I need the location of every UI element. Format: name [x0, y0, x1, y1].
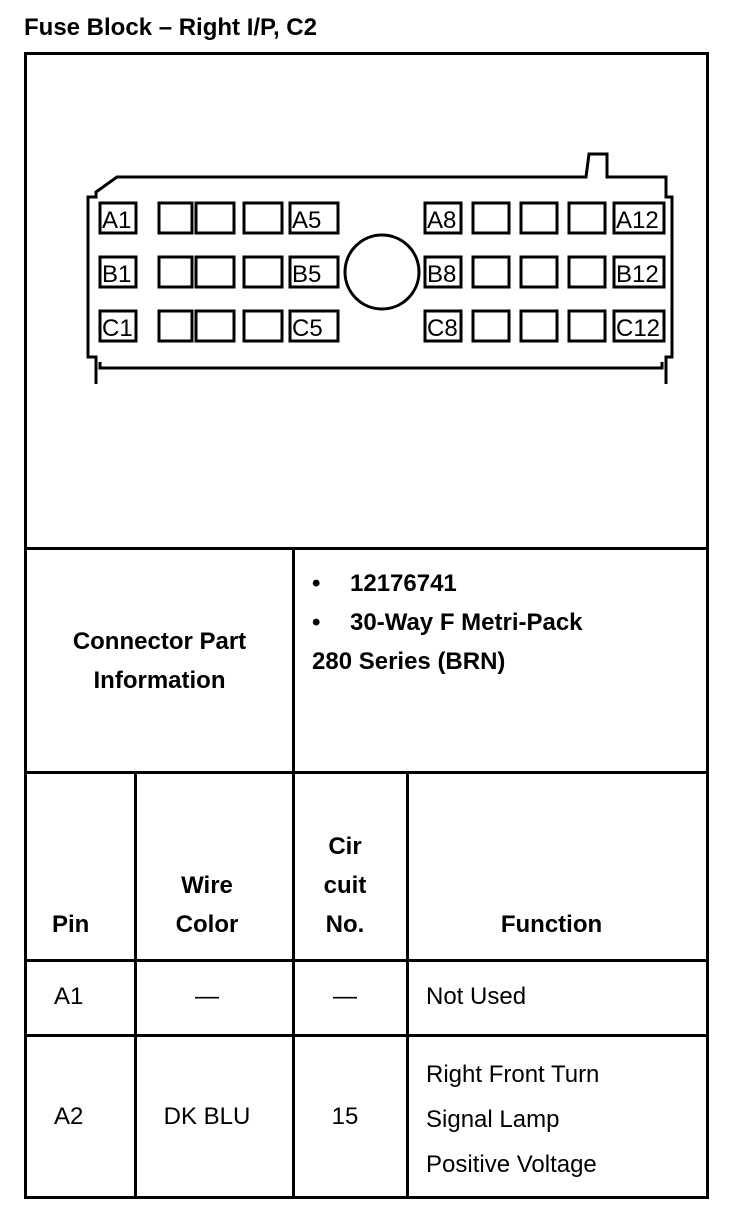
connector-cavity	[471, 201, 511, 235]
connector-table-frame	[24, 52, 709, 1199]
connector-cavity	[98, 255, 138, 289]
divider-line	[24, 771, 709, 774]
header-circuit-line: cuit	[323, 872, 367, 899]
connector-cavity	[242, 201, 284, 235]
connector-cavity	[194, 255, 236, 289]
divider-line	[292, 547, 295, 1199]
cavity-label: C1	[102, 315, 133, 342]
connector-cavity	[423, 255, 463, 289]
connector-cavity	[519, 255, 559, 289]
divider-line	[24, 959, 709, 962]
connector-cavity	[567, 309, 607, 343]
connector-cavity	[471, 309, 511, 343]
connector-cavity	[612, 255, 666, 289]
connector-shell-inner-bottom	[98, 362, 664, 370]
part-number-value: 12176741	[350, 570, 457, 597]
table-row-circuit: 15	[331, 1103, 359, 1130]
header-function: Function	[500, 911, 603, 938]
part-description-value: 30-Way F Metri-Pack	[350, 609, 583, 636]
connector-cavity	[288, 309, 340, 343]
connector-cavity	[423, 309, 463, 343]
table-row-pin: A2	[54, 1103, 84, 1130]
cavity-label: C5	[292, 315, 323, 342]
part-number: • 12176741	[312, 564, 702, 603]
part-info-values: • 12176741 • 30-Way F Metri-Pack 280 Serie…	[312, 564, 702, 681]
connector-cavity	[157, 255, 194, 289]
connector-cavity	[567, 201, 607, 235]
header-circuit-line: No.	[325, 911, 365, 938]
function-line: Positive Voltage	[426, 1151, 597, 1178]
connector-cavity	[194, 309, 236, 343]
header-wire-color: Wire Color	[137, 866, 277, 944]
cavity-label: C12	[616, 315, 660, 342]
connector-cavity	[519, 201, 559, 235]
table-row-function: Right Front Turn Signal Lamp Positive Vo…	[426, 1052, 599, 1187]
part-series: 280 Series (BRN)	[312, 648, 506, 675]
table-row-wire: —	[195, 983, 219, 1010]
cavity-label: B8	[427, 261, 456, 288]
connector-cavity	[98, 309, 138, 343]
cavity-label: C8	[427, 315, 458, 342]
connector-cavity	[98, 201, 138, 235]
connector-cavity	[242, 255, 284, 289]
connector-cavity	[157, 309, 194, 343]
connector-cavity	[471, 255, 511, 289]
cavity-label: A12	[616, 207, 659, 234]
function-line: Right Front Turn	[426, 1061, 600, 1088]
connector-cavity	[612, 201, 666, 235]
connector-cavity	[519, 309, 559, 343]
table-row-function: Not Used	[426, 983, 527, 1010]
connector-cavity	[612, 309, 666, 343]
divider-line	[24, 547, 709, 550]
cavity-label: A8	[427, 207, 456, 234]
divider-line	[24, 1034, 709, 1037]
connector-cavity	[288, 201, 340, 235]
divider-line	[406, 771, 409, 1199]
function-line: Signal Lamp	[426, 1106, 560, 1133]
header-wire-line: Wire	[181, 872, 233, 899]
connector-cavity	[194, 201, 236, 235]
table-row-circuit: —	[333, 983, 357, 1010]
part-description: • 30-Way F Metri-Pack	[312, 603, 702, 642]
connector-shell-outline	[86, 152, 674, 384]
header-circuit-line: Cir	[328, 833, 362, 860]
header-wire-line: Color	[175, 911, 239, 938]
header-circuit-no: Cir cuit No.	[295, 827, 395, 944]
page-title: Fuse Block – Right I/P, C2	[24, 14, 317, 41]
connector-cavity	[157, 201, 194, 235]
header-pin: Pin	[52, 911, 90, 938]
part-info-label-line: Information	[93, 667, 226, 694]
cavity-label: B5	[292, 261, 321, 288]
connector-cavity	[423, 201, 463, 235]
cavity-label: B1	[102, 261, 131, 288]
bullet: •	[312, 609, 321, 636]
cavity-label: A5	[292, 207, 321, 234]
part-info-label-line: Connector Part	[72, 628, 247, 655]
bullet: •	[312, 570, 321, 597]
divider-line	[134, 771, 137, 1199]
connector-cavity	[242, 309, 284, 343]
table-row-wire: DK BLU	[163, 1103, 251, 1130]
cavity-label: A1	[102, 207, 131, 234]
connector-cavity	[288, 255, 340, 289]
part-info-label: Connector Part Information	[27, 622, 292, 700]
connector-cavity	[567, 255, 607, 289]
table-row-pin: A1	[54, 983, 84, 1010]
keying-circle	[343, 233, 421, 311]
cavity-label: B12	[616, 261, 659, 288]
